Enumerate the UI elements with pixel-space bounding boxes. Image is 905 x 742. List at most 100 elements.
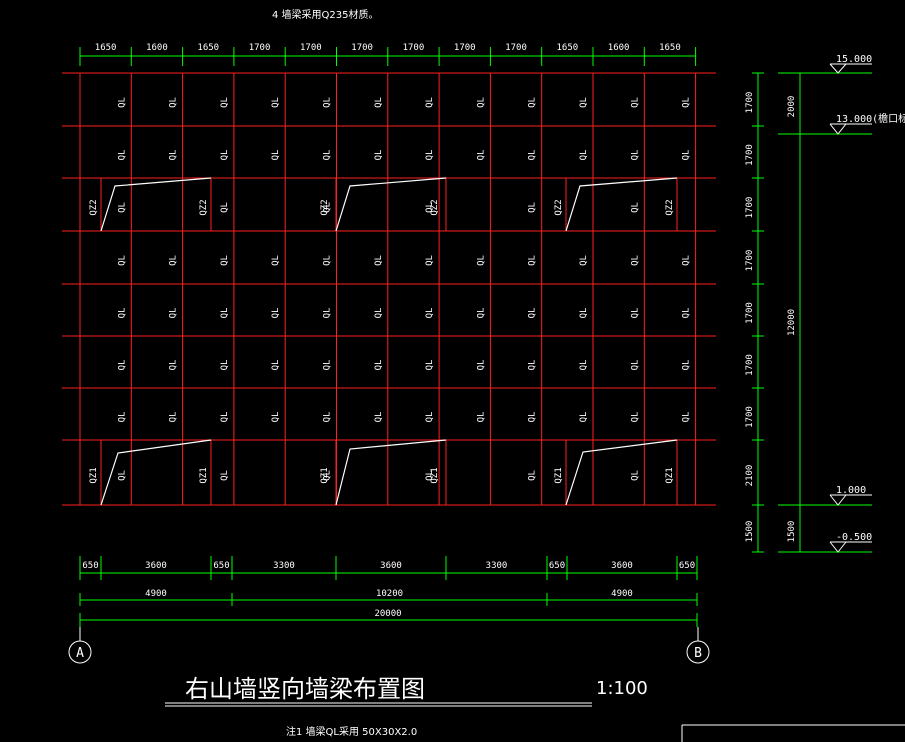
beam-label-ql: QL xyxy=(425,97,435,108)
axis-bubble-b[interactable]: B xyxy=(686,640,710,664)
top-dim-label: 1700 xyxy=(454,43,476,53)
axis-label-b: B xyxy=(694,646,702,661)
beam-label-ql: QL xyxy=(169,308,179,319)
column-label-qz: QZ2 xyxy=(665,199,675,215)
row-dim-label: 1700 xyxy=(745,197,755,219)
beam-label-ql: QL xyxy=(682,308,692,319)
beam-label-ql: QL xyxy=(117,150,127,161)
beam-label-ql: QL xyxy=(476,255,486,266)
beam-label-ql: QL xyxy=(117,255,127,266)
beam-label-ql: QL xyxy=(323,470,333,481)
bottom-dim-label: 3300 xyxy=(273,561,295,571)
beam-label-ql: QL xyxy=(579,360,589,371)
beam-label-ql: QL xyxy=(425,470,435,481)
beam-label-ql: QL xyxy=(476,412,486,423)
elev-symbol xyxy=(829,123,847,135)
beam-label-ql: QL xyxy=(579,97,589,108)
top-dim-label: 1600 xyxy=(608,43,630,53)
title-block-corner xyxy=(681,724,905,742)
beam-label-ql: QL xyxy=(323,150,333,161)
beam-label-ql: QL xyxy=(169,150,179,161)
beam-label-ql: QL xyxy=(425,255,435,266)
bottom-dim-label: 650 xyxy=(549,561,565,571)
beam-label-ql: QL xyxy=(579,255,589,266)
header-note: 4 墙梁采用Q235材质。 xyxy=(272,8,379,21)
elevation-label: -0.500 xyxy=(836,532,872,543)
column-label-qz: QZ1 xyxy=(320,467,330,483)
beam-label-ql: QL xyxy=(271,412,281,423)
column-label-qz: QZ1 xyxy=(89,467,99,483)
beam-label-ql: QL xyxy=(425,150,435,161)
beam-label-ql: QL xyxy=(323,412,333,423)
bottom-dim-label: 3600 xyxy=(611,561,633,571)
bottom-dim-label: 650 xyxy=(679,561,695,571)
axis-bubble-a[interactable]: A xyxy=(68,640,92,664)
beam-label-ql: QL xyxy=(220,150,230,161)
beam-label-ql: QL xyxy=(425,360,435,371)
beam-label-ql: QL xyxy=(630,255,640,266)
beam-label-ql: QL xyxy=(630,308,640,319)
top-dim-label: 1700 xyxy=(249,43,271,53)
column-label-qz: QZ2 xyxy=(89,199,99,215)
beam-label-ql: QL xyxy=(630,360,640,371)
beam-label-ql: QL xyxy=(117,97,127,108)
row-dim-label: 1500 xyxy=(745,521,755,543)
total-dim-label: 20000 xyxy=(374,609,401,619)
beam-label-ql: QL xyxy=(682,255,692,266)
beam-label-ql: QL xyxy=(374,150,384,161)
beam-label-ql: QL xyxy=(579,150,589,161)
column-label-qz: QZ2 xyxy=(320,199,330,215)
beam-label-ql: QL xyxy=(323,360,333,371)
brace-member xyxy=(565,177,678,232)
beam-label-ql: QL xyxy=(271,308,281,319)
bottom-dim-label: 3600 xyxy=(145,561,167,571)
beam-label-ql: QL xyxy=(117,202,127,213)
beam-label-ql: QL xyxy=(271,360,281,371)
beam-label-ql: QL xyxy=(528,97,538,108)
bottom-dim-label-2: 4900 xyxy=(611,589,633,599)
elev-symbol xyxy=(829,63,847,74)
column-label-qz: QZ2 xyxy=(430,199,440,215)
beam-label-ql: QL xyxy=(682,97,692,108)
beam-label-ql: QL xyxy=(374,412,384,423)
beam-label-ql: QL xyxy=(323,97,333,108)
beam-label-ql: QL xyxy=(528,255,538,266)
beam-label-ql: QL xyxy=(374,360,384,371)
drawing-title: 右山墙竖向墙梁布置图 xyxy=(185,675,425,703)
beam-label-ql: QL xyxy=(220,412,230,423)
top-dim-label: 1650 xyxy=(557,43,579,53)
elev-dim-label: 2000 xyxy=(787,96,797,118)
beam-label-ql: QL xyxy=(117,360,127,371)
top-dim-label: 1650 xyxy=(659,43,681,53)
beam-label-ql: QL xyxy=(169,97,179,108)
bottom-dim-label: 3600 xyxy=(380,561,402,571)
beam-label-ql: QL xyxy=(425,308,435,319)
column-label-qz: QZ1 xyxy=(199,467,209,483)
top-dim-label: 1700 xyxy=(300,43,322,53)
beam-label-ql: QL xyxy=(630,97,640,108)
beam-label-ql: QL xyxy=(476,308,486,319)
wall-grid xyxy=(62,72,716,506)
column-label-qz: QZ1 xyxy=(665,467,675,483)
beam-label-ql: QL xyxy=(323,202,333,213)
beam-label-ql: QL xyxy=(425,202,435,213)
top-dim-label: 1650 xyxy=(197,43,219,53)
row-dim-label: 1700 xyxy=(745,92,755,114)
bottom-dim-label: 650 xyxy=(82,561,98,571)
top-dim-label: 1650 xyxy=(95,43,117,53)
beam-label-ql: QL xyxy=(579,412,589,423)
beam-label-ql: QL xyxy=(579,308,589,319)
beam-label-ql: QL xyxy=(374,97,384,108)
beam-label-ql: QL xyxy=(169,255,179,266)
elevation-label: 15.000 xyxy=(836,54,872,65)
beam-label-ql: QL xyxy=(630,470,640,481)
brace-member xyxy=(335,177,447,232)
beam-label-ql: QL xyxy=(220,97,230,108)
row-dim-label: 1700 xyxy=(745,144,755,166)
beam-label-ql: QL xyxy=(476,97,486,108)
row-dim-label: 1700 xyxy=(745,302,755,324)
beam-label-ql: QL xyxy=(682,360,692,371)
elev-symbol xyxy=(829,494,847,506)
bottom-dim-label: 3300 xyxy=(486,561,508,571)
brace-member xyxy=(565,439,678,506)
